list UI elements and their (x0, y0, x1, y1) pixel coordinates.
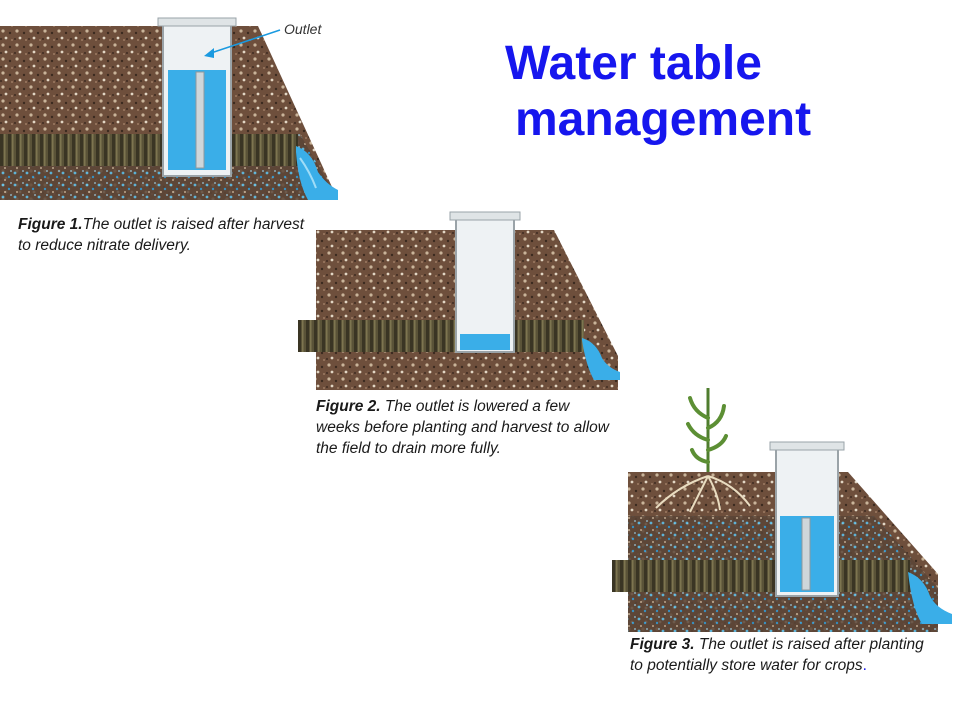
figure-3-label: Figure 3. (630, 636, 695, 653)
figure-2-caption: Figure 2. The outlet is lowered a few we… (316, 396, 616, 459)
outlet-label: Outlet (284, 21, 322, 37)
roots (655, 475, 751, 513)
trailing-period: . (862, 657, 867, 674)
figure-1-label: Figure 1. (18, 216, 83, 233)
water-in-structure (460, 334, 510, 350)
figure-2-text: The outlet is lowered a few weeks before… (316, 398, 609, 457)
drain-pipe (612, 560, 910, 592)
title-line-2: management (515, 93, 812, 146)
figure-1-illustration: Outlet (0, 14, 340, 212)
drain-pipe (0, 134, 298, 166)
outlet-board (801, 517, 811, 591)
figure-3-illustration (612, 388, 958, 632)
control-structure (455, 215, 515, 353)
figure-3-caption: Figure 3. The outlet is raised after pla… (630, 634, 940, 676)
outlet-pointer (207, 29, 281, 55)
outflow-water (582, 338, 620, 380)
outflow-water (908, 572, 952, 624)
drain-pipe (298, 320, 584, 352)
figure-2-illustration (298, 208, 620, 392)
figure-2-label: Figure 2. (316, 398, 381, 415)
title-line-1: Water table (505, 37, 762, 90)
figure-1-text: The outlet is raised after harvest to re… (18, 216, 305, 254)
figure-1-caption: Figure 1.The outlet is raised after harv… (18, 214, 308, 256)
outlet-board (195, 71, 205, 169)
outflow-water (296, 146, 338, 200)
figure-3-text: The outlet is raised after planting to p… (630, 636, 924, 674)
page-title: Water table management (505, 36, 811, 148)
